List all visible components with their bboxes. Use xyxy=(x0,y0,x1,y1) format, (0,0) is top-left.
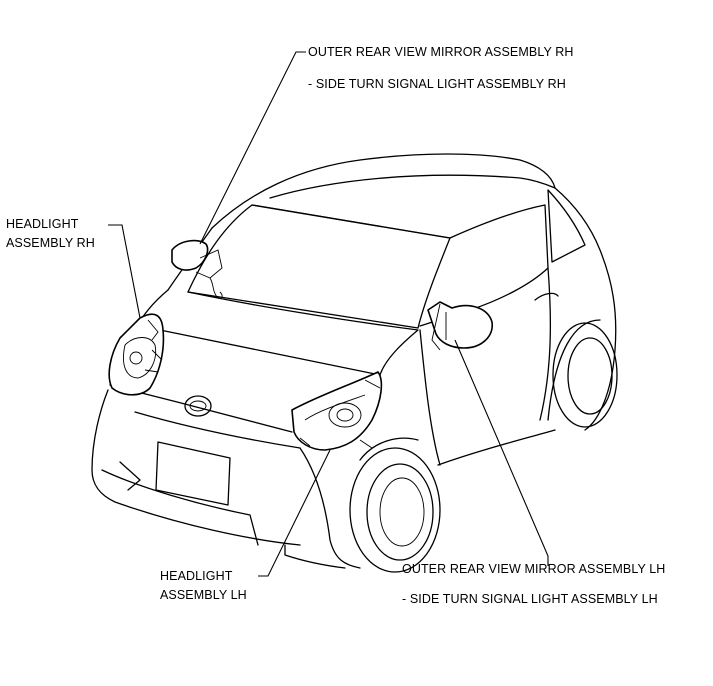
leader-headlight-rh xyxy=(108,224,141,319)
fender-lh xyxy=(299,447,361,569)
front-rim-inner xyxy=(379,477,425,547)
label-headlight-rh-line1: HEADLIGHT xyxy=(6,217,79,231)
hood-front xyxy=(159,329,381,376)
label-signal-rh: - SIDE TURN SIGNAL LIGHT ASSEMBLY RH xyxy=(308,77,566,91)
lower-intake xyxy=(101,469,259,546)
label-headlight-rh-line2: ASSEMBLY RH xyxy=(6,236,95,250)
label-headlight-lh: HEADLIGHT ASSEMBLY LH xyxy=(160,567,247,605)
car-body xyxy=(91,153,618,573)
leader-mirror-lh xyxy=(454,339,549,566)
side-window-lh xyxy=(419,204,549,327)
headlight-assembly-rh xyxy=(108,313,165,396)
bumper-bottom xyxy=(284,544,346,569)
outer-mirror-assembly-rh xyxy=(171,239,223,299)
rear-window xyxy=(547,189,586,263)
outer-mirror-assembly-lh xyxy=(427,301,493,351)
label-headlight-rh: HEADLIGHT ASSEMBLY RH xyxy=(6,215,95,253)
fender-arch-front xyxy=(359,437,419,461)
door-handle xyxy=(534,292,559,301)
rear-wheel xyxy=(552,322,618,428)
door-line xyxy=(539,267,552,421)
label-mirror-rh: OUTER REAR VIEW MIRROR ASSEMBLY RH xyxy=(308,45,574,59)
label-mirror-lh: OUTER REAR VIEW MIRROR ASSEMBLY LH xyxy=(402,562,666,576)
label-headlight-lh-line1: HEADLIGHT xyxy=(160,569,233,583)
leader-headlight-lh xyxy=(258,449,331,577)
emblem xyxy=(184,395,212,417)
headlight-assembly-lh xyxy=(291,371,383,451)
front-wheel xyxy=(349,447,441,573)
roof-outline xyxy=(211,153,556,229)
emblem-inner xyxy=(189,400,207,412)
front-rim xyxy=(366,463,434,561)
leader-mirror-rh xyxy=(199,51,306,245)
label-signal-lh: - SIDE TURN SIGNAL LIGHT ASSEMBLY LH xyxy=(402,592,658,606)
sill xyxy=(437,429,556,466)
rear-arch xyxy=(547,319,601,421)
license-plate xyxy=(155,441,231,506)
label-headlight-lh-line2: ASSEMBLY LH xyxy=(160,588,247,602)
grille-line xyxy=(134,411,301,449)
hood-crease xyxy=(187,291,419,376)
front-fascia xyxy=(91,389,301,546)
door-lower xyxy=(419,329,441,466)
rear-rim xyxy=(567,337,613,415)
roof-panel xyxy=(269,174,556,199)
rear-quarter xyxy=(554,187,617,431)
fog-rh xyxy=(119,461,141,491)
windshield xyxy=(187,204,451,329)
